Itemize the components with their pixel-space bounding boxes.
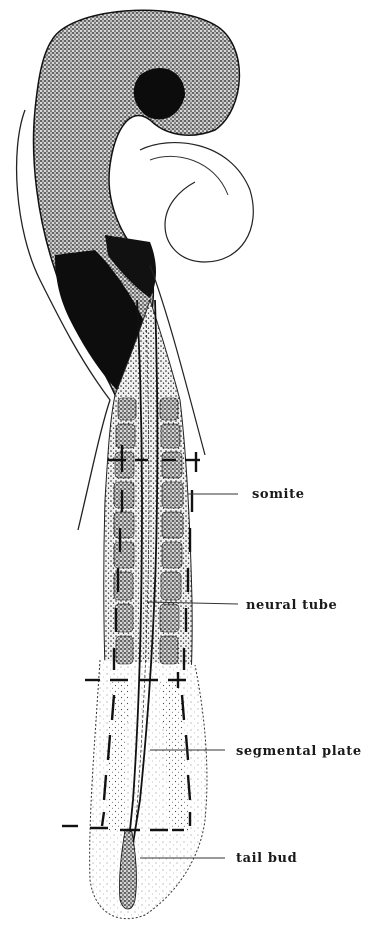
label-neural-tube: neural tube (246, 598, 337, 613)
heart-inner-outline (150, 156, 228, 195)
label-segmental-plate: segmental plate (236, 744, 362, 759)
heart-outline (140, 143, 253, 262)
label-tail-bud: tail bud (236, 851, 297, 866)
label-somite: somite (252, 487, 305, 502)
somite-column-left (114, 398, 136, 664)
